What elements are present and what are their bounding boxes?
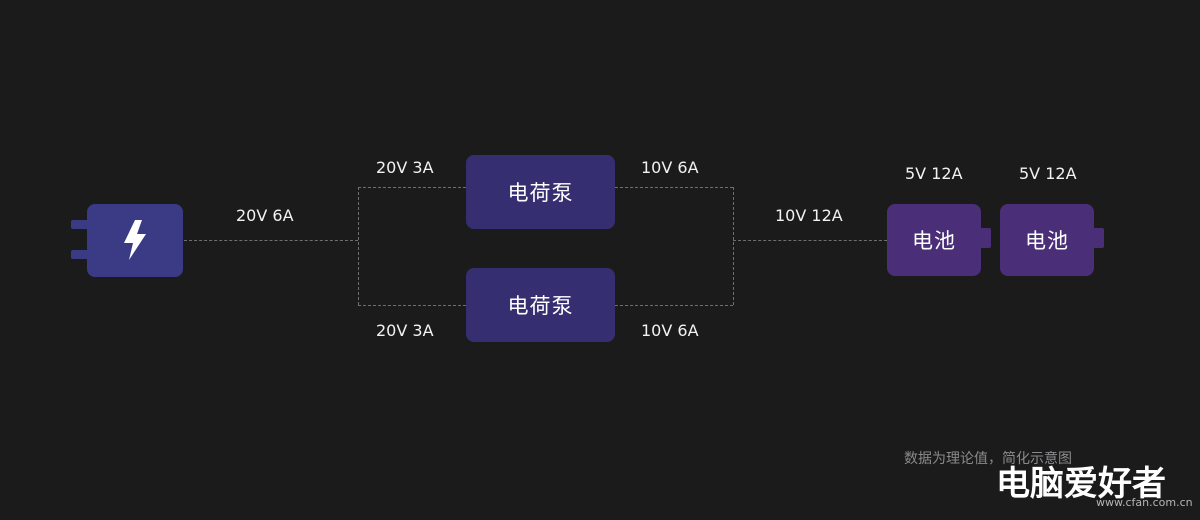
pump-bottom-output-line: [615, 305, 733, 306]
charge-pump-top: 电荷泵: [466, 155, 615, 229]
merge-vertical-line: [733, 187, 734, 305]
disclaimer-note: 数据为理论值，简化示意图: [904, 451, 1072, 467]
lightning-bolt-icon: [124, 220, 146, 260]
combined-output-label: 10V 12A: [775, 206, 843, 225]
watermark-site: www.cfan.com.cn: [1096, 496, 1193, 509]
charger-output-line: [184, 240, 358, 241]
charger-prong-bottom: [71, 250, 88, 259]
charger: [87, 204, 183, 277]
input-label: 20V 6A: [236, 206, 294, 225]
pump-bottom-input-label: 20V 3A: [376, 321, 434, 340]
pump-top-input-line: [358, 187, 466, 188]
battery-input-line: [733, 240, 887, 241]
battery-1: 电池: [887, 204, 981, 276]
watermark-logo: 电脑爱好者: [996, 464, 1166, 504]
battery-1-label: 5V 12A: [905, 164, 963, 183]
pump-top-input-label: 20V 3A: [376, 158, 434, 177]
charge-pump-bottom: 电荷泵: [466, 268, 615, 342]
battery-2-label: 5V 12A: [1019, 164, 1077, 183]
pump-top-output-label: 10V 6A: [641, 158, 699, 177]
battery-1-terminal: [981, 228, 991, 248]
pump-bottom-input-line: [358, 305, 466, 306]
battery-2: 电池: [1000, 204, 1094, 276]
pump-bottom-output-label: 10V 6A: [641, 321, 699, 340]
pump-top-output-line: [615, 187, 733, 188]
battery-2-terminal: [1094, 228, 1104, 248]
split-vertical-line: [358, 187, 359, 305]
charger-prong-top: [71, 220, 88, 229]
